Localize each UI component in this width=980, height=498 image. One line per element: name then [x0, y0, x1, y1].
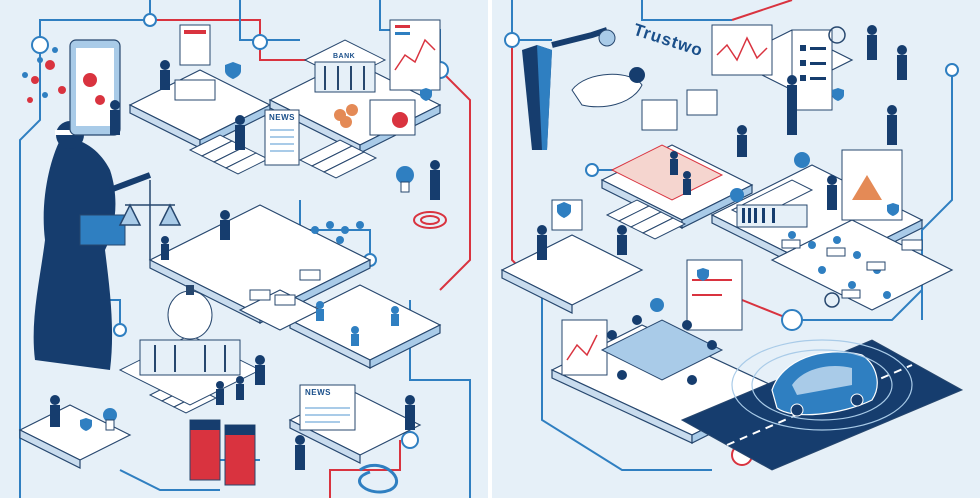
bookshelf — [730, 179, 814, 228]
newspaper-bottom — [299, 384, 356, 431]
desks-right — [781, 239, 923, 299]
shield-icon — [80, 62, 432, 431]
bank-label: BANK — [333, 53, 356, 60]
students — [788, 231, 891, 299]
plants — [103, 166, 414, 431]
right-illustration-panel: Trustwo — [492, 0, 980, 498]
target-marker — [413, 211, 447, 229]
bank-building — [303, 39, 387, 128]
news-label-top: NEWS — [269, 113, 295, 122]
robot-hand — [551, 27, 645, 108]
decorative-swirl — [358, 463, 398, 494]
voting-booths — [189, 419, 256, 486]
shield-icon — [557, 88, 899, 281]
plants-right — [650, 152, 810, 312]
rug — [610, 144, 724, 201]
scales-icon — [118, 180, 182, 260]
left-illustration-panel: NEWS NEWS BANK — [0, 0, 488, 498]
chart-boards — [179, 19, 441, 136]
newspaper-top — [264, 109, 300, 166]
wheelchair — [824, 26, 846, 308]
obelisk-tower — [522, 45, 552, 150]
justice-statue — [33, 121, 182, 370]
meeting-table — [600, 315, 724, 385]
left-scene — [0, 0, 488, 498]
people — [50, 60, 440, 470]
stairs-right — [605, 199, 687, 240]
people-right — [537, 25, 907, 260]
right-scene — [492, 0, 980, 498]
heart-icon — [27, 60, 105, 105]
phone-social — [22, 39, 121, 136]
car-icon — [731, 339, 913, 431]
news-label-bottom: NEWS — [305, 388, 331, 397]
